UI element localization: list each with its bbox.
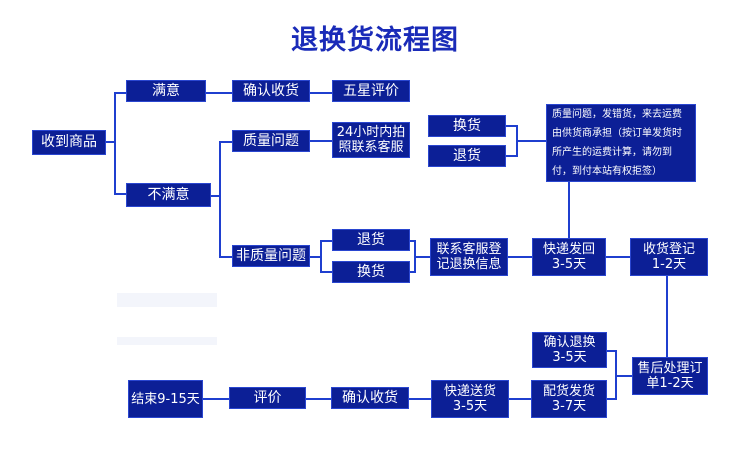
- node-exchange-top: 换货: [428, 115, 506, 137]
- connector: [104, 141, 114, 143]
- page-title: 退换货流程图: [291, 25, 459, 56]
- connector: [607, 398, 617, 400]
- node-quality-issue: 质量问题: [232, 130, 310, 152]
- node-confirm-exchange: 确认退换 3-5天: [532, 332, 607, 368]
- connector: [606, 256, 630, 258]
- connector: [219, 256, 232, 258]
- connector: [310, 92, 332, 94]
- connector: [509, 398, 531, 400]
- node-return-top: 退货: [428, 145, 506, 167]
- connector: [114, 92, 116, 195]
- node-received: 收到商品: [32, 130, 106, 155]
- connector: [410, 271, 416, 273]
- connector: [219, 141, 232, 143]
- connector: [114, 193, 126, 195]
- node-five-star-review: 五星评价: [332, 80, 410, 102]
- background-artifact: [117, 293, 217, 307]
- connector: [607, 350, 617, 352]
- node-shipping-note: 质量问题，发错货，来去运费由供货商承担（按订单发货时所产生的运费计算，请勿到付，…: [546, 104, 696, 182]
- connector: [410, 240, 416, 242]
- node-photo-contact: 24小时内拍 照联系客服: [332, 122, 410, 158]
- connector: [320, 240, 322, 272]
- node-ship-back: 快递发回 3-5天: [532, 238, 606, 276]
- connector: [568, 182, 570, 238]
- connector: [506, 155, 518, 157]
- node-pick-ship: 配货发货 3-7天: [531, 380, 607, 418]
- node-review: 评价: [229, 387, 306, 409]
- connector: [203, 398, 229, 400]
- connector: [516, 140, 546, 142]
- node-contact-register: 联系客服登 记退换信息: [430, 238, 508, 276]
- node-confirm-receipt-bottom: 确认收货: [331, 387, 409, 409]
- connector: [320, 271, 332, 273]
- connector: [211, 195, 221, 197]
- node-end: 结束9-15天: [128, 380, 203, 418]
- connector: [666, 275, 668, 357]
- connector: [310, 256, 322, 258]
- node-confirm-receipt-top: 确认收货: [232, 80, 310, 102]
- connector: [219, 141, 221, 257]
- node-satisfied: 满意: [126, 80, 206, 102]
- node-exchange-mid: 换货: [332, 261, 410, 283]
- connector: [320, 240, 332, 242]
- connector: [114, 92, 126, 94]
- node-deliver: 快递送货 3-5天: [431, 380, 509, 418]
- node-receive-register: 收货登记 1-2天: [630, 238, 708, 276]
- connector: [508, 256, 532, 258]
- connector: [506, 125, 518, 127]
- connector: [306, 398, 331, 400]
- connector: [310, 140, 332, 142]
- connector: [615, 375, 632, 377]
- node-after-sale: 售后处理订 单1-2天: [632, 357, 708, 395]
- node-unsatisfied: 不满意: [126, 183, 211, 207]
- connector: [409, 398, 431, 400]
- background-artifact: [117, 337, 217, 345]
- connector: [206, 92, 232, 94]
- node-non-quality-issue: 非质量问题: [232, 245, 310, 267]
- connector: [414, 256, 430, 258]
- node-return-mid: 退货: [332, 229, 410, 251]
